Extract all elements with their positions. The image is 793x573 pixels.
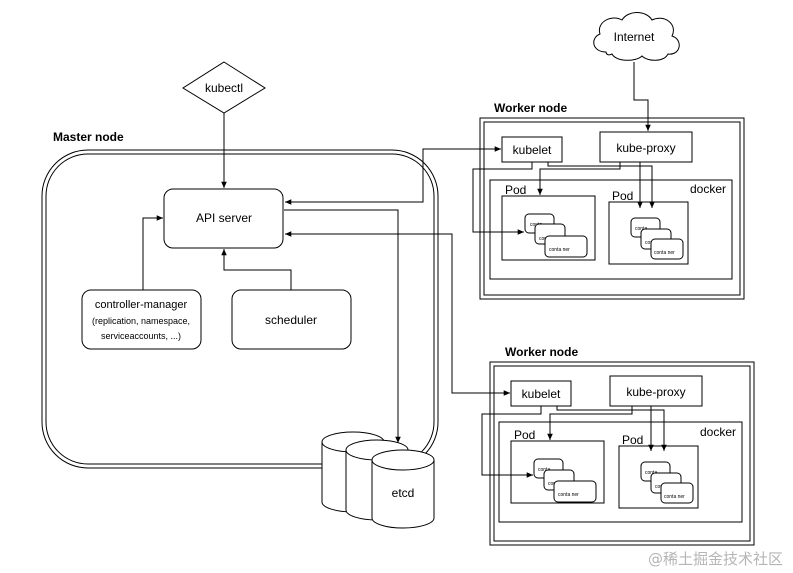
pod-label: Pod [514,428,535,442]
api-kubelet2-arrow [285,231,510,396]
kubelet-box [501,136,563,163]
internet-label: Internet [614,30,655,44]
container-label: conta ner [664,494,685,500]
container-stack: conta conta conta ner [524,213,588,258]
docker-box [489,179,733,280]
worker-node-title: Worker node [494,101,567,115]
worker-node-1: Worker node kubelet kube-proxy docker Po… [479,101,745,300]
etcd-database: etcd [321,431,435,529]
scheduler-label: scheduler [265,313,317,327]
kubelet-label: kubelet [513,143,552,157]
container-label: conta ner [549,247,570,253]
controller-manager-sub1: (replication, namespace, [92,316,190,326]
controller-to-api-arrow [142,215,163,290]
internet-to-proxy-arrow [633,62,651,131]
worker-node-title: Worker node [505,345,578,359]
kubectl-label: kubectl [205,81,243,95]
container-label: conta ner [558,492,579,498]
kubelet-label: kubelet [522,387,561,401]
container-label: conta [635,226,647,232]
pod-label: Pod [622,433,643,447]
controller-manager-sub2: serviceaccounts, ...) [101,331,181,341]
etcd-label: etcd [392,486,415,500]
docker-label: docker [700,425,736,439]
api-kubelet1-arrow [285,146,501,205]
connectors [142,62,667,478]
scheduler-box: scheduler [231,289,352,350]
docker-label: docker [690,182,726,196]
container-stack: conta conta conta ner [533,458,597,503]
api-server-label: API server [196,211,252,225]
container-label: conta ner [654,250,675,256]
etcd-cylinder-front [371,449,435,529]
pod-label: Pod [612,189,633,203]
container-stack: conta conta conta ner [630,217,684,260]
internet-cloud: Internet [593,12,680,61]
kube-proxy-label: kube-proxy [616,141,675,155]
scheduler-to-api-arrow [221,249,292,290]
master-node-title: Master node [53,130,124,144]
kubelet-box [510,380,572,407]
controller-manager-box: controller-manager (replication, namespa… [81,289,202,350]
container-label: conta [645,470,657,476]
kube-proxy-label: kube-proxy [626,385,685,399]
worker-node-2: Worker node kubelet kube-proxy docker Po… [489,345,755,546]
container-label: conta [538,467,550,473]
kube-proxy-box [609,375,703,407]
kube-proxy-box [599,131,693,163]
docker-box [498,421,743,523]
pod-label: Pod [505,183,526,197]
controller-manager-label: controller-manager [95,299,188,311]
watermark: @稀土掘金技术社区 [647,550,783,568]
api-server-box: API server [163,188,284,249]
container-stack: conta conta conta ner [640,461,694,504]
kubectl-diamond: kubectl [182,61,266,114]
